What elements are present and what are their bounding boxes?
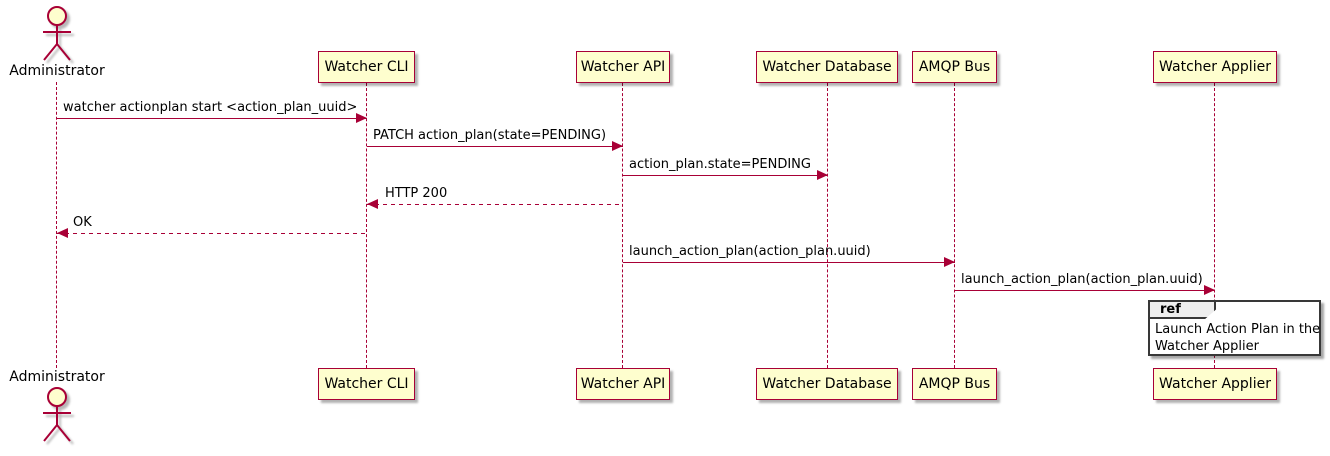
participant-label: Watcher CLI bbox=[324, 376, 409, 392]
message-actionplan-start: watcher actionplan start <action_plan_uu… bbox=[57, 100, 367, 123]
message-label: action_plan.state=PENDING bbox=[629, 157, 811, 172]
ref-text-line2: Watcher Applier bbox=[1155, 339, 1259, 354]
message-patch-action-plan: PATCH action_plan(state=PENDING) bbox=[367, 128, 623, 151]
actor-label-bottom: Administrator bbox=[9, 369, 105, 385]
ref-text-line1: Launch Action Plan in the bbox=[1155, 322, 1321, 337]
message-http-200: HTTP 200 bbox=[367, 186, 623, 209]
participant-label: Watcher Database bbox=[762, 59, 892, 75]
participant-box-amqp-bus-bottom: AMQP Bus bbox=[912, 368, 997, 400]
participant-label: Watcher CLI bbox=[324, 59, 409, 75]
participant-box-amqp-bus-top: AMQP Bus bbox=[912, 51, 997, 83]
message-label: OK bbox=[73, 215, 92, 230]
message-label: launch_action_plan(action_plan.uuid) bbox=[629, 244, 871, 259]
arrow-right-icon bbox=[356, 113, 367, 123]
actor-person-icon bbox=[43, 6, 71, 61]
message-line bbox=[623, 175, 828, 176]
message-launch-action-plan-amqp: launch_action_plan(action_plan.uuid) bbox=[623, 244, 955, 267]
message-state-pending: action_plan.state=PENDING bbox=[623, 157, 828, 180]
lifeline-administrator bbox=[56, 82, 57, 368]
ref-keyword-tab: ref bbox=[1148, 300, 1216, 319]
message-label: launch_action_plan(action_plan.uuid) bbox=[961, 272, 1203, 287]
lifeline-amqp-bus bbox=[954, 83, 955, 368]
participant-label: AMQP Bus bbox=[918, 376, 991, 392]
arrow-left-icon bbox=[57, 228, 68, 238]
participant-label: AMQP Bus bbox=[918, 59, 991, 75]
message-line bbox=[623, 262, 955, 263]
participant-box-watcher-api-bottom: Watcher API bbox=[576, 368, 670, 400]
ref-keyword: ref bbox=[1160, 302, 1181, 317]
message-line bbox=[367, 204, 623, 205]
message-line bbox=[367, 146, 623, 147]
arrow-right-icon bbox=[944, 257, 955, 267]
message-line bbox=[57, 233, 367, 234]
ref-text: Launch Action Plan in the Watcher Applie… bbox=[1155, 321, 1320, 355]
participant-label: Watcher Applier bbox=[1159, 59, 1271, 75]
participant-box-watcher-applier-top: Watcher Applier bbox=[1153, 51, 1277, 83]
arrow-right-icon bbox=[1204, 285, 1215, 295]
lifeline-watcher-cli bbox=[366, 83, 367, 368]
participant-label: Watcher Database bbox=[762, 376, 892, 392]
arrow-left-icon bbox=[367, 199, 378, 209]
message-label: PATCH action_plan(state=PENDING) bbox=[373, 128, 607, 143]
arrow-right-icon bbox=[612, 141, 623, 151]
message-ok: OK bbox=[57, 215, 367, 238]
participant-box-watcher-api-top: Watcher API bbox=[576, 51, 670, 83]
participant-box-watcher-cli-bottom: Watcher CLI bbox=[318, 368, 415, 400]
lifeline-watcher-applier bbox=[1214, 83, 1215, 368]
participant-box-watcher-cli-top: Watcher CLI bbox=[318, 51, 415, 83]
lifeline-watcher-database bbox=[827, 83, 828, 368]
participant-box-watcher-database-top: Watcher Database bbox=[756, 51, 898, 83]
actor-person-icon bbox=[43, 387, 71, 442]
message-label: watcher actionplan start <action_plan_uu… bbox=[63, 100, 358, 115]
lifeline-watcher-api bbox=[622, 83, 623, 368]
participant-box-watcher-applier-bottom: Watcher Applier bbox=[1153, 368, 1277, 400]
participant-label: Watcher Applier bbox=[1159, 376, 1271, 392]
participant-box-watcher-database-bottom: Watcher Database bbox=[756, 368, 898, 400]
participant-label: Watcher API bbox=[580, 376, 666, 392]
ref-fragment: ref Launch Action Plan in the Watcher Ap… bbox=[1148, 300, 1321, 356]
message-line bbox=[955, 290, 1215, 291]
arrow-right-icon bbox=[817, 170, 828, 180]
message-label: HTTP 200 bbox=[385, 186, 448, 201]
participant-label: Watcher API bbox=[580, 59, 666, 75]
message-launch-action-plan-applier: launch_action_plan(action_plan.uuid) bbox=[955, 272, 1215, 295]
message-line bbox=[57, 118, 367, 119]
actor-label-top: Administrator bbox=[9, 63, 105, 79]
